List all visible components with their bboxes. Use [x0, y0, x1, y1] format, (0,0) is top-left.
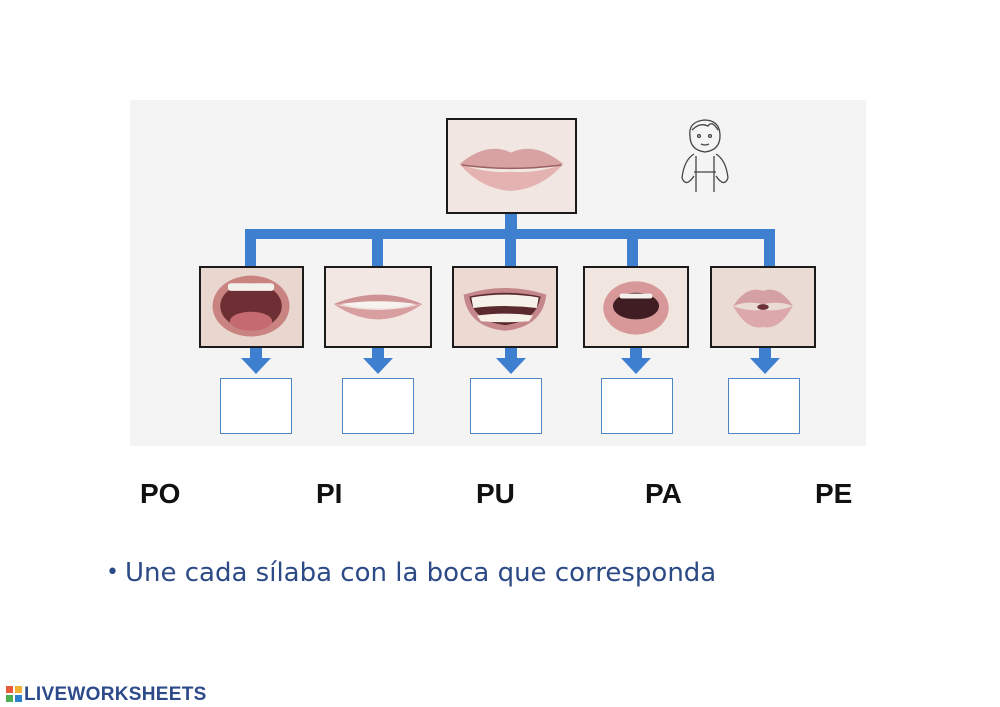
syllable-pa[interactable]: PA — [645, 478, 682, 509]
syllable-pu[interactable]: PU — [476, 478, 515, 509]
big-grin-image — [452, 266, 558, 348]
down-arrow-3 — [496, 346, 526, 374]
answer-box-2[interactable] — [342, 378, 414, 434]
syllable-pe[interactable]: PE — [815, 478, 853, 509]
liveworksheets-logo: LIVEWORKSHEETS — [6, 684, 207, 706]
answer-box-4[interactable] — [601, 378, 673, 434]
down-arrow-1 — [241, 346, 271, 374]
answer-box-5[interactable] — [728, 378, 800, 434]
lips-pursed-image — [710, 266, 816, 348]
syllable-pi[interactable]: PI — [316, 478, 343, 509]
drop-line-3 — [505, 229, 516, 269]
drop-line-5 — [764, 229, 775, 269]
down-arrow-2 — [363, 346, 393, 374]
closed-lips-image — [446, 118, 577, 214]
mouth-round-open-image — [583, 266, 689, 348]
liveworksheets-logo-icon — [6, 686, 22, 702]
smile-teeth-closed-image — [324, 266, 432, 348]
instruction-text: •Une cada sílaba con la boca que corresp… — [106, 558, 716, 588]
instruction-label: Une cada sílaba con la boca que correspo… — [124, 558, 717, 588]
drop-line-1 — [245, 229, 256, 269]
drop-line-4 — [627, 229, 638, 269]
trunk-line — [505, 212, 517, 234]
answer-box-3[interactable] — [470, 378, 542, 434]
bullet-point: • — [106, 560, 119, 585]
syllable-po[interactable]: PO — [140, 478, 181, 509]
child-hands-icon — [681, 119, 729, 192]
answer-box-1[interactable] — [220, 378, 292, 434]
brand-name: LIVEWORKSHEETS — [24, 684, 207, 705]
drop-line-2 — [372, 229, 383, 269]
mouth-open-wide-image — [199, 266, 304, 348]
down-arrow-4 — [621, 346, 651, 374]
down-arrow-5 — [750, 346, 780, 374]
